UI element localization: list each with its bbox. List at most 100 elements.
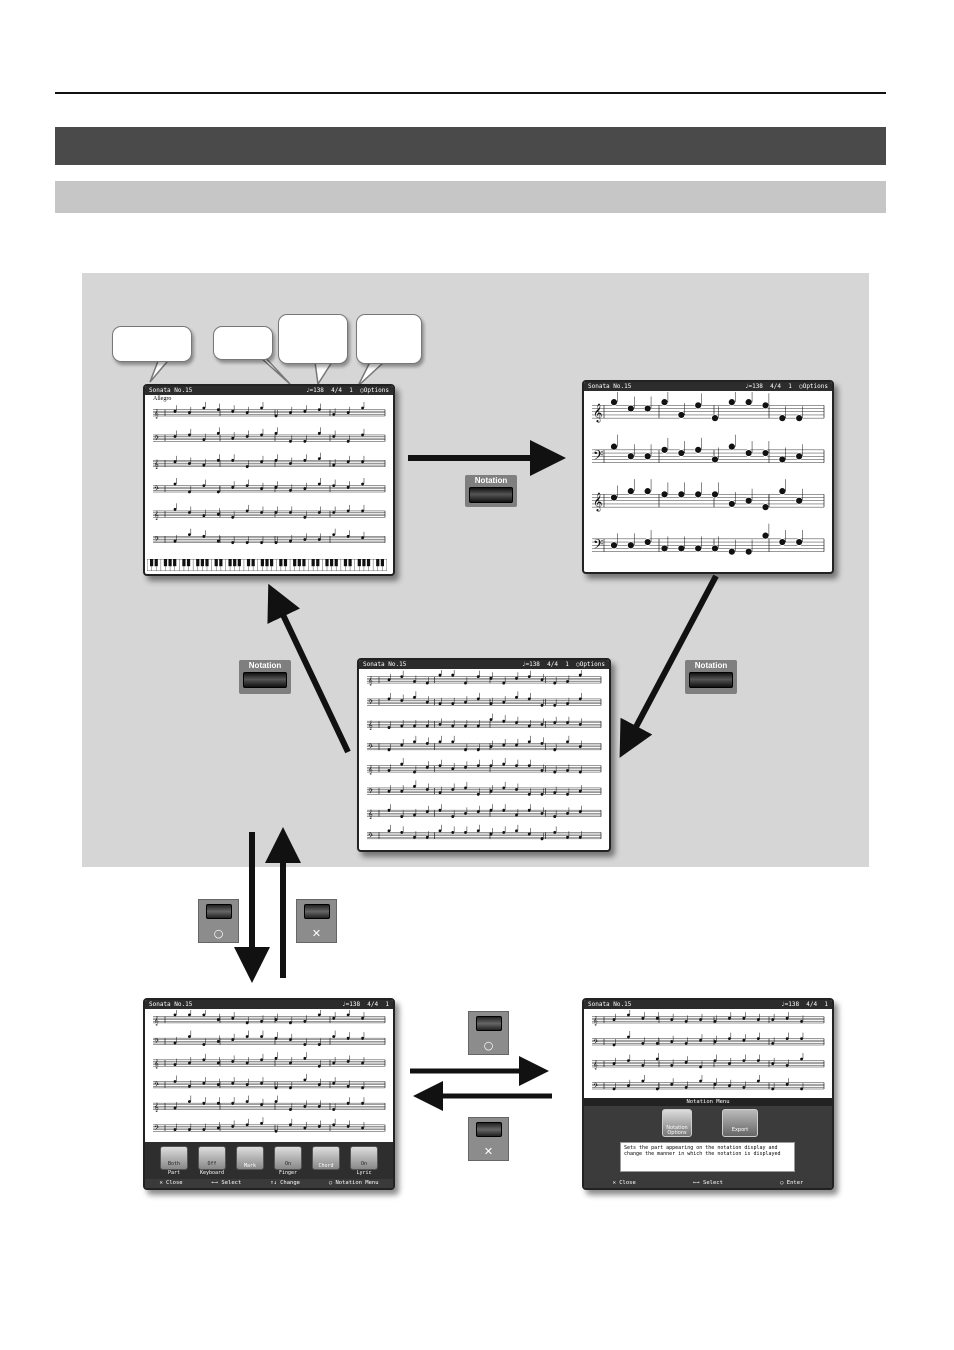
ok-button[interactable]: ○ <box>468 1011 509 1055</box>
export-button[interactable]: Export <box>722 1109 758 1137</box>
footer-notation-menu[interactable]: ○ Notation Menu <box>328 1180 379 1186</box>
note-head <box>464 811 467 815</box>
menu-item-mark[interactable]: Mark <box>235 1146 265 1178</box>
note-head <box>761 503 770 511</box>
menu-item-chord[interactable]: Chord <box>311 1146 341 1178</box>
note-head <box>332 511 336 514</box>
note-head <box>476 675 480 679</box>
callout-song-title <box>112 326 192 362</box>
footer-select[interactable]: ←→ Select <box>211 1180 242 1186</box>
note-head <box>553 815 557 818</box>
note-head <box>744 449 753 457</box>
note-head <box>413 724 416 728</box>
callout-measure <box>356 314 422 364</box>
ok-button[interactable]: ○ <box>198 899 239 943</box>
note-head <box>643 487 652 495</box>
footer-close[interactable]: ✕ Close <box>612 1180 636 1186</box>
note-head <box>438 764 442 768</box>
note-head <box>540 703 544 707</box>
score-area: 𝄞𝄢𝄞𝄢 <box>592 1010 825 1091</box>
top-rule <box>55 92 886 94</box>
note-head <box>216 490 220 494</box>
note-head <box>711 414 719 422</box>
black-key <box>348 559 352 567</box>
note-head <box>677 449 686 457</box>
note-head <box>771 1042 775 1045</box>
footer-select[interactable]: ←→ Select <box>693 1180 723 1186</box>
note-head <box>612 1087 616 1091</box>
note-head <box>188 511 191 514</box>
clef-icon: 𝄢 <box>593 537 603 556</box>
notation-button[interactable]: Notation <box>465 475 517 507</box>
note-head <box>425 835 429 839</box>
clef-icon: 𝄞 <box>593 492 602 512</box>
note-head <box>425 810 429 814</box>
clef-icon: 𝄞 <box>593 1060 598 1069</box>
note-head <box>317 1013 321 1017</box>
note-head <box>744 398 753 406</box>
note-head <box>425 742 429 745</box>
note-head <box>188 462 191 465</box>
note-head <box>502 786 506 790</box>
note-head <box>202 484 206 487</box>
meter-value: 4/4 <box>331 387 342 394</box>
black-key <box>246 559 251 567</box>
options-label: Options <box>363 387 389 394</box>
notation-options-button[interactable]: Notation Options <box>662 1109 692 1137</box>
note-head <box>578 745 582 749</box>
cancel-button[interactable]: ✕ <box>468 1117 509 1161</box>
black-key <box>283 559 288 567</box>
cancel-button[interactable]: ✕ <box>296 899 337 943</box>
screen-large-notation: Sonata No.15 ♩=138 4/4 1 ○Options 𝄞𝄢𝄞𝄢 <box>582 380 834 574</box>
ok-icon: ○ <box>483 1039 494 1052</box>
clef-icon: 𝄢 <box>368 787 373 796</box>
note-head <box>332 1123 336 1127</box>
notation-button[interactable]: Notation <box>239 660 291 694</box>
footer-close[interactable]: ✕ Close <box>159 1180 183 1186</box>
note-head <box>216 1083 220 1087</box>
note-head <box>728 547 736 556</box>
keyboard-strip <box>147 559 387 571</box>
keyboard-icon <box>198 1146 226 1170</box>
note-head <box>317 431 321 435</box>
black-key <box>150 559 154 567</box>
note-head <box>451 673 455 677</box>
note-head <box>231 1101 235 1105</box>
note-head <box>413 695 416 699</box>
note-head <box>713 1020 717 1023</box>
footer-change[interactable]: ↑↓ Change <box>270 1180 300 1186</box>
note-head <box>245 541 249 545</box>
note-head <box>303 1126 307 1130</box>
note-head <box>641 1016 645 1020</box>
note-head <box>303 1019 307 1023</box>
note-head <box>451 767 455 771</box>
note-head <box>627 1035 630 1039</box>
note-head <box>202 534 206 538</box>
black-key <box>182 559 186 567</box>
note-head <box>387 748 391 752</box>
note-head <box>756 1037 760 1040</box>
note-head <box>761 401 770 410</box>
clef-icon: 𝄢 <box>593 1038 598 1047</box>
note-head <box>527 675 531 679</box>
note-head <box>742 1059 746 1062</box>
note-head <box>578 770 582 774</box>
part-icon <box>160 1146 188 1170</box>
note-head <box>361 1061 364 1065</box>
note-head <box>684 1020 688 1023</box>
footer-enter[interactable]: ○ Enter <box>780 1180 804 1186</box>
note-head <box>289 1038 292 1042</box>
notation-button[interactable]: Notation <box>685 660 737 694</box>
note-head <box>778 538 787 546</box>
note-head <box>289 1021 292 1025</box>
note-head <box>610 442 618 451</box>
note-head <box>361 482 364 486</box>
note-head <box>202 406 206 410</box>
menu-item-label: Finger <box>278 1170 298 1176</box>
clef-icon: 𝄢 <box>154 1124 159 1133</box>
note-head <box>476 810 480 814</box>
